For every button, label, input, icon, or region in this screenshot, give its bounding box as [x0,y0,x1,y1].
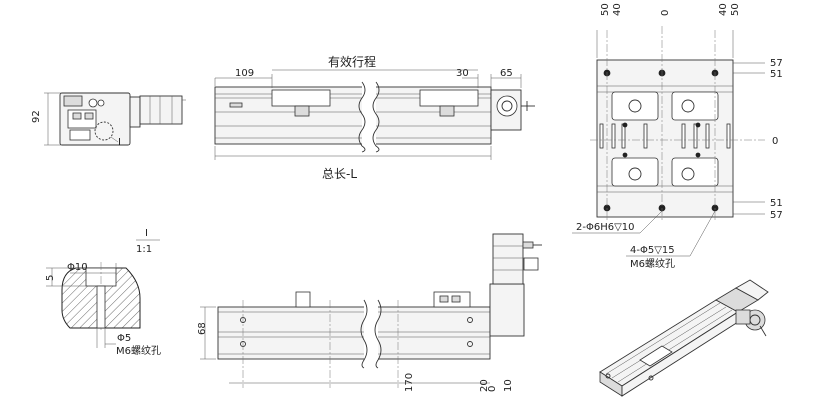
dim-65: 65 [500,68,513,79]
dim-0: 0 [487,386,498,392]
plate-right-51-bottom: 51 [770,198,783,209]
front-view: 68 170 20 0 10 [197,233,542,392]
screw-thread-label: M6螺纹孔 [630,257,675,270]
dim-68: 68 [197,322,208,335]
dim-170: 170 [404,373,415,392]
dim-20: 20 [479,379,490,392]
dim-30: 30 [456,68,469,79]
detail-callout-label: Ⅰ [118,137,121,148]
detail-thread-label: M6螺纹孔 [116,344,161,357]
plate-right-51-top: 51 [770,69,783,80]
dim-phi5: Φ5 [117,333,131,344]
plate-right-0: 0 [772,136,778,147]
dim-109: 109 [235,68,254,79]
isometric-view [599,279,769,397]
plate-view: 50 40 0 40 50 57 51 0 51 57 2-Φ6H6▽10 4-… [572,3,783,270]
plate-right-57-top: 57 [770,58,783,69]
total-length-label: 总长-L [322,167,357,181]
pin-hole-label: 2-Φ6H6▽10 [576,222,635,233]
dim-5: 5 [45,275,56,281]
plate-top-50-right: 50 [730,3,741,16]
plate-top-0: 0 [660,10,671,16]
plate-top-50-left: 50 [600,3,611,16]
plate-top-40-right: 40 [718,3,729,16]
detail-title: Ⅰ [145,228,148,239]
dim-10: 10 [503,379,514,392]
plate-top-40-left: 40 [612,3,623,16]
dim-92: 92 [31,110,42,123]
plate-right-57-bottom: 57 [770,210,783,221]
side-view: Ⅰ 92 [31,92,186,148]
detail-view: Ⅰ 1:1 Φ10 5 Φ5 M6螺纹孔 [45,228,161,357]
effective-stroke-label: 有效行程 [328,54,376,69]
top-view: 109 有效行程 30 65 总长-L [214,54,535,181]
dim-phi10: Φ10 [67,262,88,273]
detail-scale: 1:1 [136,244,152,255]
screw-hole-label: 4-Φ5▽15 [630,245,675,256]
